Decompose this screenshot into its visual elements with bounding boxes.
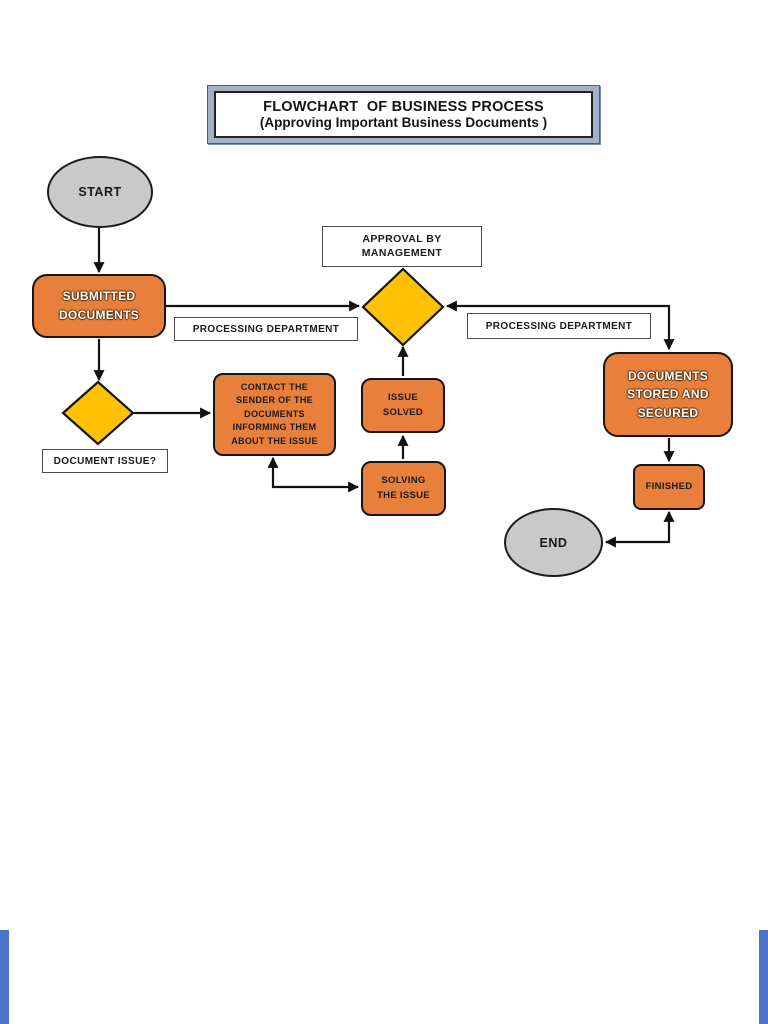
contact-sender-box: CONTACT THE SENDER OF THE DOCUMENTS INFO…: [213, 373, 336, 456]
submitted-documents-box: SUBMITTED DOCUMENTS: [32, 274, 166, 338]
solving-the-issue-box: SOLVING THE ISSUE: [361, 461, 446, 516]
approval-by-management-label: APPROVAL BY MANAGEMENT: [322, 226, 482, 267]
connector-contact-solving: [267, 456, 360, 493]
document-issue-decision-diamond: [61, 380, 135, 446]
title-box: FLOWCHART OF BUSINESS PROCESS (Approving…: [214, 91, 593, 138]
start-terminator: START: [47, 156, 153, 228]
title-line1: FLOWCHART OF BUSINESS PROCESS: [263, 99, 544, 115]
connector-approval-to-stored: [445, 300, 675, 351]
processing-department-label-right: PROCESSING DEPARTMENT: [467, 313, 651, 339]
finished-box: FINISHED: [633, 464, 705, 510]
approval-decision-diamond: [361, 267, 445, 347]
connector-finished-end: [604, 510, 675, 548]
page-edge-bar-right: [759, 930, 768, 1024]
page-edge-bar-left: [0, 930, 9, 1024]
documents-stored-box: DOCUMENTS STORED AND SECURED: [603, 352, 733, 437]
title-frame: FLOWCHART OF BUSINESS PROCESS (Approving…: [207, 85, 600, 144]
end-terminator: END: [504, 508, 603, 577]
title-line2: (Approving Important Business Documents …: [259, 115, 548, 130]
document-issue-label: DOCUMENT ISSUE?: [42, 449, 168, 473]
issue-solved-box: ISSUE SOLVED: [361, 378, 445, 433]
processing-department-label-left: PROCESSING DEPARTMENT: [174, 317, 358, 341]
